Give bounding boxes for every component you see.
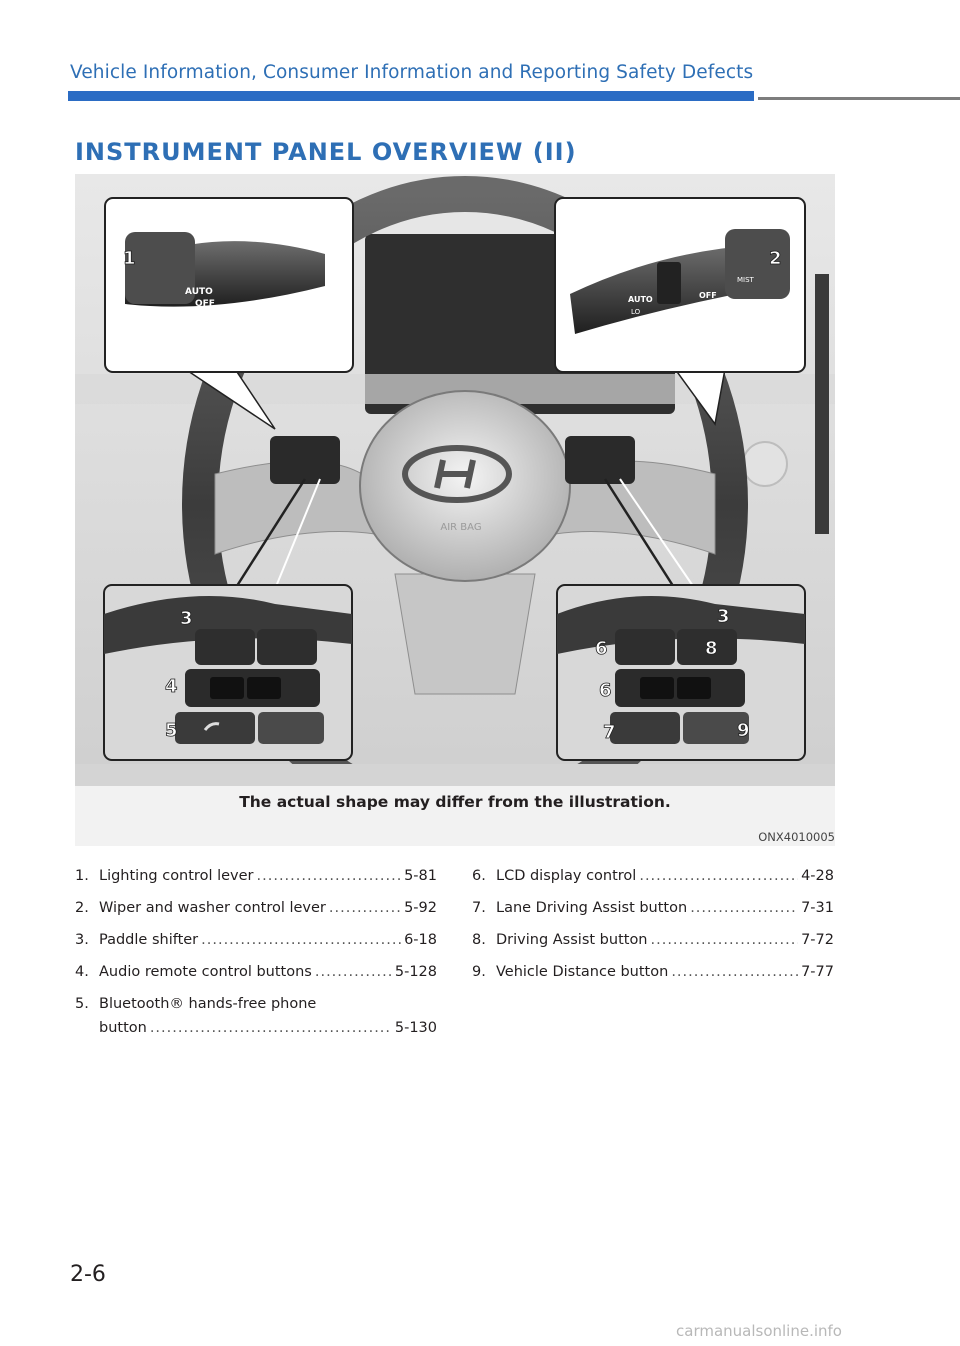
hi-label: HI [631, 318, 638, 326]
item-label: Driving Assist button [496, 932, 648, 948]
callout-4: 4 [165, 676, 178, 697]
item-page-ref: 6-18 [404, 932, 437, 948]
watermark: carmanualsonline.info [676, 1322, 842, 1340]
item-number: 7. [472, 900, 486, 916]
leader-dots [257, 868, 402, 884]
callout-1: 1 [123, 248, 136, 269]
callout-6-top: 6 [595, 638, 608, 659]
inset-right-spoke-buttons [556, 584, 806, 761]
item-label: Vehicle Distance button [496, 964, 669, 980]
inset-lighting-lever: AUTO OFF [104, 197, 354, 373]
item-number: 3. [75, 932, 89, 948]
item-number: 8. [472, 932, 486, 948]
inset-left-spoke-buttons [103, 584, 353, 761]
figure-caption: The actual shape may differ from the ill… [239, 793, 671, 811]
header-rule-blue [68, 91, 754, 101]
item-page-ref: 7-31 [801, 900, 834, 916]
section-title: INSTRUMENT PANEL OVERVIEW (II) [75, 138, 577, 166]
item-label: LCD display control [496, 868, 637, 884]
off-label: OFF [699, 291, 717, 300]
item-page-ref: 5-81 [404, 868, 437, 884]
running-header: Vehicle Information, Consumer Informatio… [70, 62, 754, 83]
list-item-continuation: button 5-130 [75, 1020, 437, 1052]
item-list-right: 6. LCD display control 4-28 7. Lane Driv… [472, 868, 834, 996]
leader-dots [690, 900, 798, 916]
item-number: 2. [75, 900, 89, 916]
leader-dots [651, 932, 799, 948]
figure-code: ONX4010005 [758, 830, 835, 844]
leader-dots [201, 932, 401, 948]
item-label: button [99, 1020, 147, 1036]
header-rule-gray [758, 97, 960, 100]
item-label: Lighting control lever [99, 868, 254, 884]
list-item: 6. LCD display control 4-28 [472, 868, 834, 900]
callout-2: 2 [769, 248, 782, 269]
item-number: 4. [75, 964, 89, 980]
item-number: 5. [75, 996, 89, 1012]
item-label: Audio remote control buttons [99, 964, 312, 980]
callout-6-bottom: 6 [599, 680, 612, 701]
callout-5: 5 [165, 720, 178, 741]
item-page-ref: 4-28 [801, 868, 834, 884]
item-page-ref: 5-128 [394, 964, 437, 980]
steering-wheel-illustration: AIR BAG AUTO OFF AUTO LO HI [75, 174, 835, 846]
leader-dots [639, 868, 798, 884]
item-label: Bluetooth® hands-free phone [99, 996, 317, 1012]
auto-label: AUTO [185, 287, 213, 297]
list-item: 7. Lane Driving Assist button 7-31 [472, 900, 834, 932]
callout-3-left: 3 [180, 608, 193, 629]
leader-dots [329, 900, 401, 916]
callout-7: 7 [603, 722, 616, 743]
airbag-label: AIR BAG [440, 522, 481, 533]
auto-label: AUTO [628, 295, 653, 304]
item-label: Paddle shifter [99, 932, 199, 948]
item-page-ref: 5-92 [404, 900, 437, 916]
list-item: 1. Lighting control lever 5-81 [75, 868, 437, 900]
list-item: 4. Audio remote control buttons 5-128 [75, 964, 437, 996]
page-number: 2-6 [70, 1262, 106, 1287]
callout-8: 8 [705, 638, 718, 659]
inset-wiper-lever: AUTO LO HI OFF MIST [554, 197, 806, 373]
item-list-left: 1. Lighting control lever 5-81 2. Wiper … [75, 868, 437, 1052]
item-page-ref: 5-130 [394, 1020, 437, 1036]
list-item: 2. Wiper and washer control lever 5-92 [75, 900, 437, 932]
item-page-ref: 7-72 [801, 932, 834, 948]
item-label: Wiper and washer control lever [99, 900, 326, 916]
list-item: 5. Bluetooth® hands-free phone [75, 996, 437, 1020]
callout-3-right: 3 [717, 606, 730, 627]
mist-label: MIST [737, 276, 755, 284]
item-number: 1. [75, 868, 89, 884]
callout-9: 9 [737, 720, 750, 741]
item-page-ref: 7-77 [801, 964, 834, 980]
leader-dots [671, 964, 798, 980]
off-label: OFF [195, 299, 215, 309]
illustration-svg: AIR BAG AUTO OFF AUTO LO HI [75, 174, 835, 846]
item-number: 9. [472, 964, 486, 980]
item-number: 6. [472, 868, 486, 884]
item-label: Lane Driving Assist button [496, 900, 688, 916]
list-item: 9. Vehicle Distance button 7-77 [472, 964, 834, 996]
leader-dots [315, 964, 392, 980]
leader-dots [150, 1020, 392, 1036]
list-item: 3. Paddle shifter 6-18 [75, 932, 437, 964]
list-item: 8. Driving Assist button 7-72 [472, 932, 834, 964]
lo-label: LO [631, 308, 641, 316]
